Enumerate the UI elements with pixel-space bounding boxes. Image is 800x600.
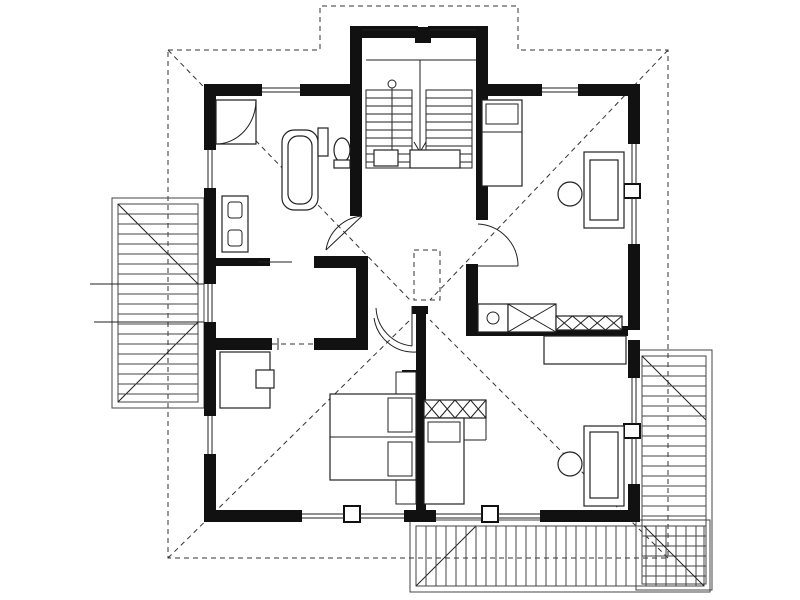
bedroom-bottom-right bbox=[557, 425, 625, 507]
bedroom-bottom-middle bbox=[423, 399, 487, 505]
shelf bbox=[423, 399, 487, 419]
single-bed bbox=[481, 99, 523, 187]
bathroom bbox=[215, 99, 351, 263]
door-swings bbox=[272, 215, 519, 353]
right-roof-area bbox=[635, 349, 713, 591]
chair bbox=[557, 451, 583, 477]
toilet bbox=[333, 137, 351, 163]
bedroom-top-right bbox=[481, 99, 625, 229]
bedroom-bottom-left bbox=[219, 351, 417, 505]
chair bbox=[255, 369, 275, 389]
single-bed bbox=[423, 417, 465, 505]
chair bbox=[557, 181, 583, 207]
left-roof-area bbox=[90, 197, 205, 409]
bottom-roof-area bbox=[409, 519, 711, 593]
attic-hatch bbox=[413, 249, 441, 301]
exterior-walls bbox=[204, 26, 641, 523]
corner-shower bbox=[215, 99, 257, 145]
dressing-room bbox=[477, 303, 627, 365]
stair-landing bbox=[373, 149, 461, 169]
double-washbasin bbox=[221, 195, 249, 253]
